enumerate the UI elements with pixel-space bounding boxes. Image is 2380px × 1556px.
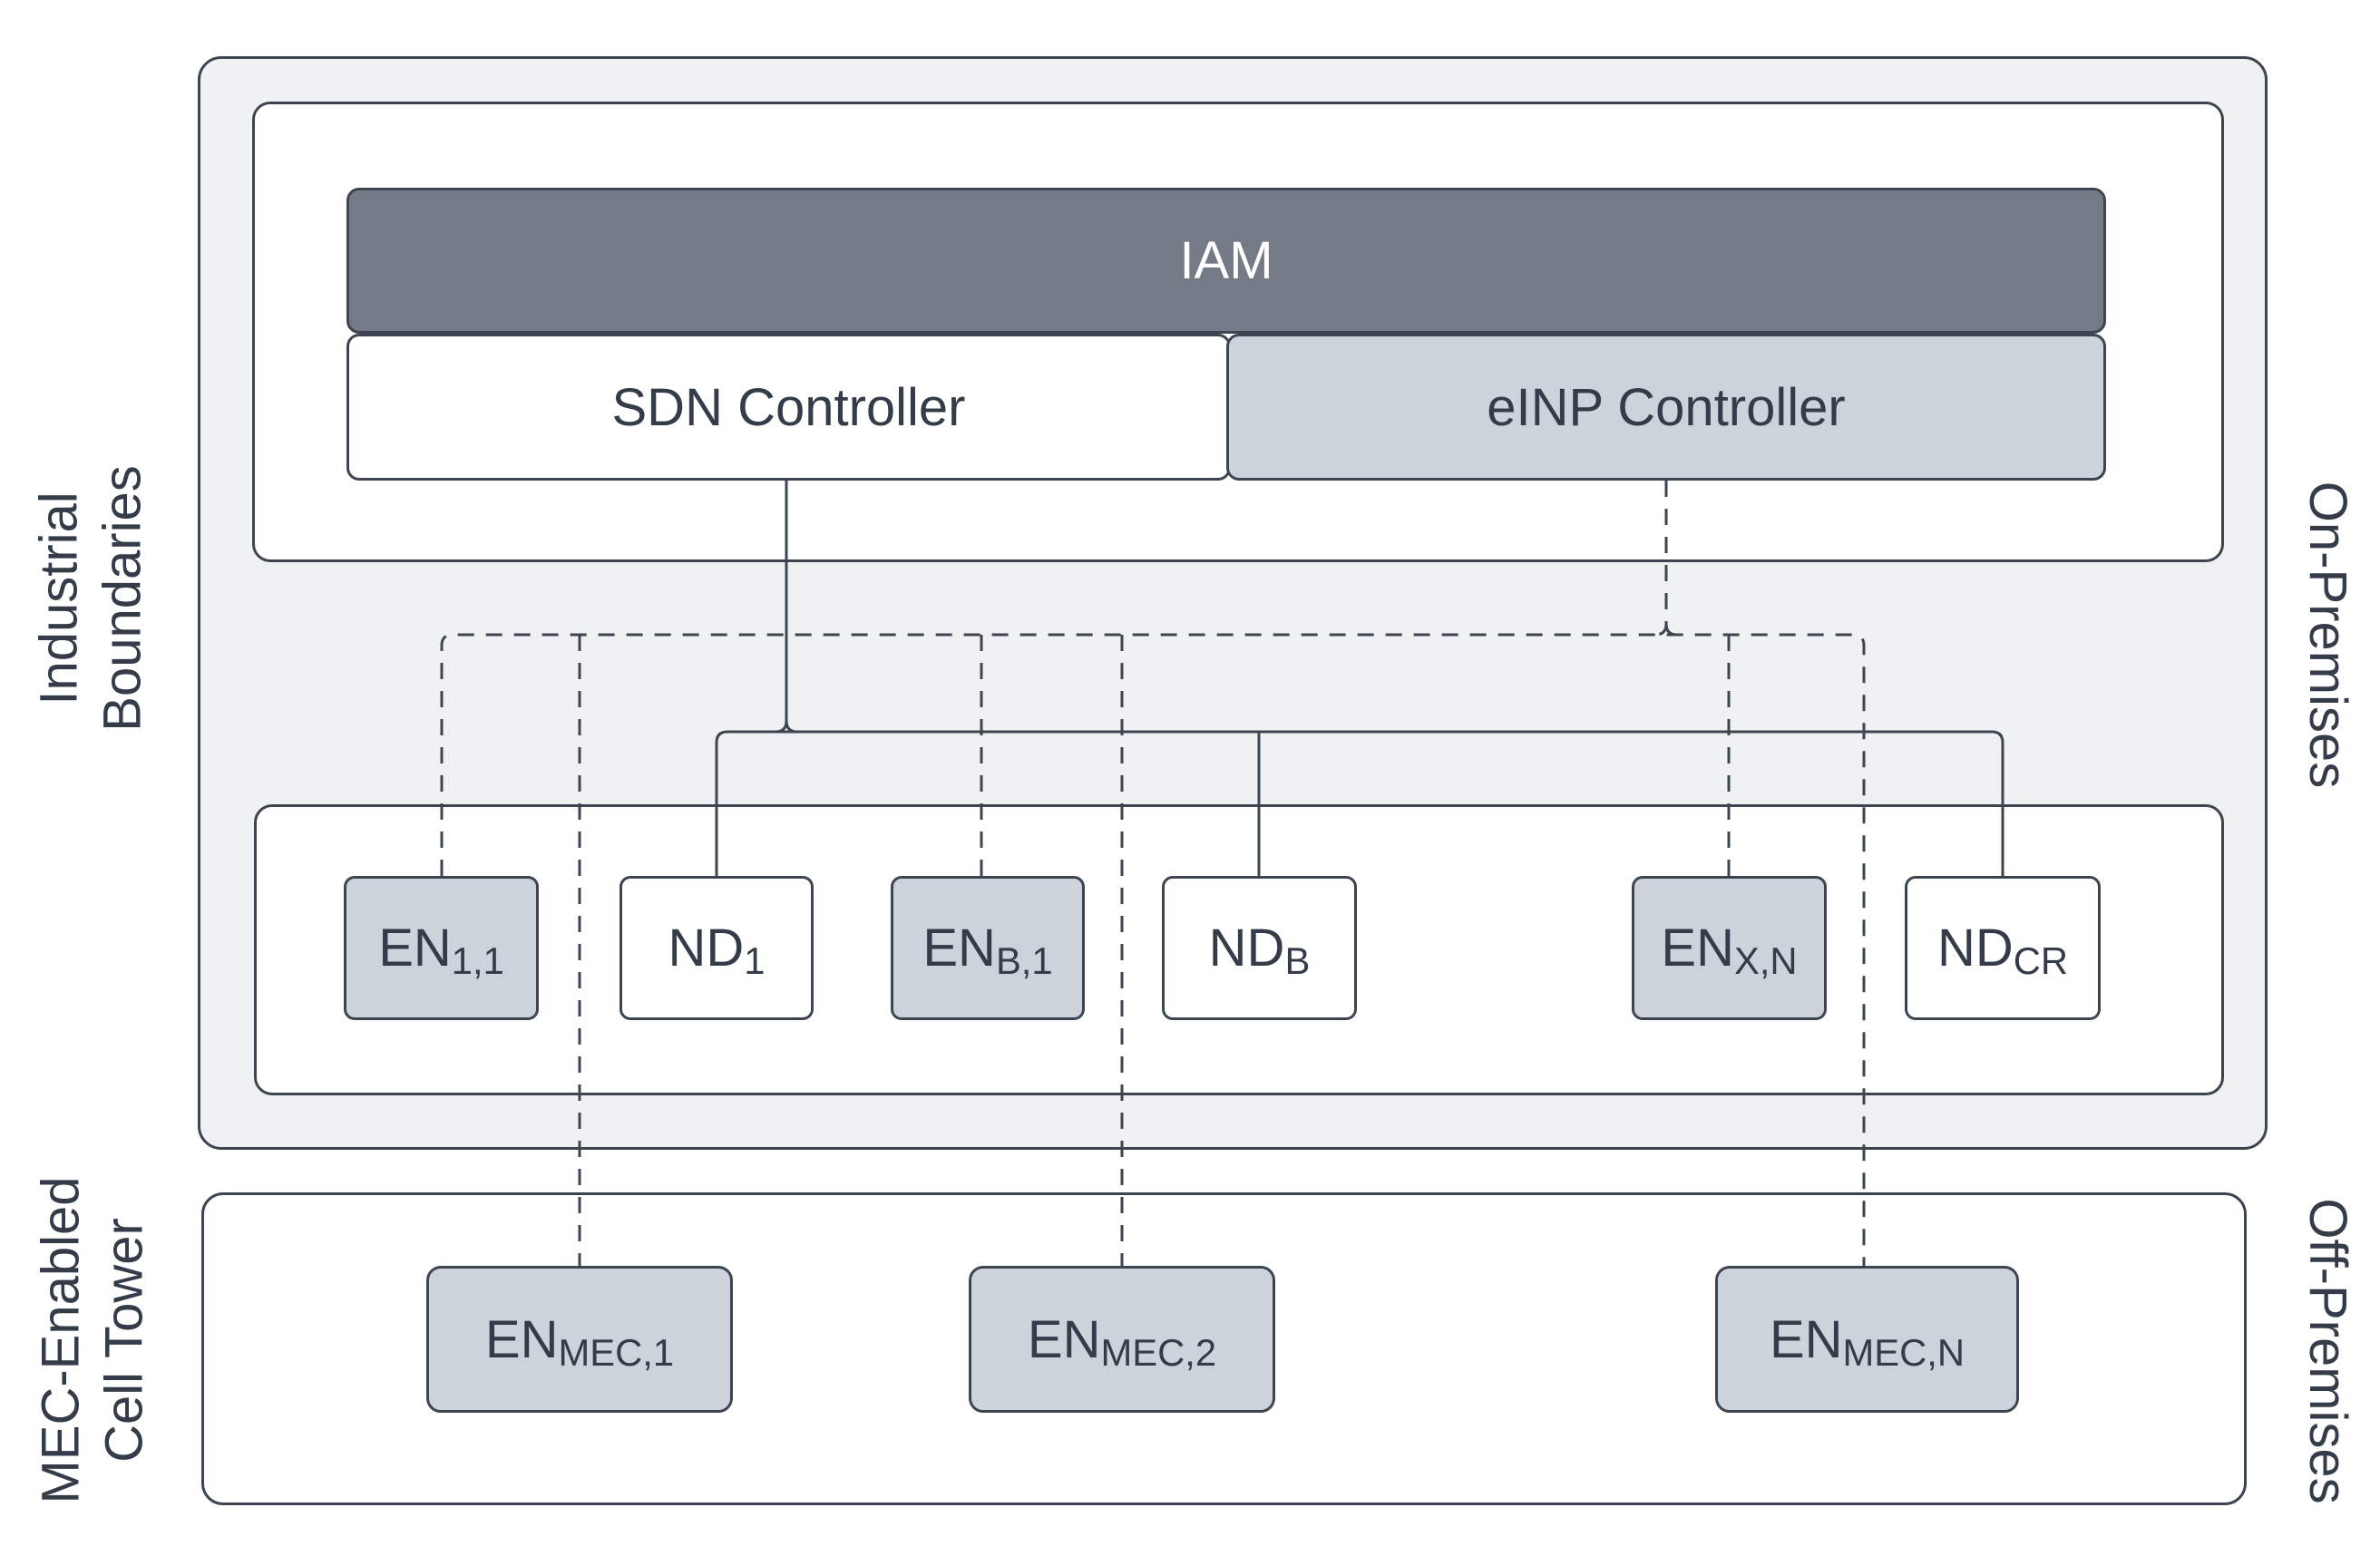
node-box-en-1-1: EN1,1 <box>344 876 539 1020</box>
node-box-nd-1: ND1 <box>619 876 814 1020</box>
node-box-en-x-n: ENX,N <box>1632 876 1827 1020</box>
mec-label: ENMEC,N <box>1769 1309 1965 1374</box>
node-box-nd-b: NDB <box>1162 876 1357 1020</box>
sdn-to-bus-link <box>775 481 798 734</box>
sdn-controller-box: SDN Controller <box>346 334 1231 481</box>
einp-to-bus-link <box>1654 481 1678 637</box>
iam-label: IAM <box>1179 231 1273 290</box>
mec-box-en-mec-1: ENMEC,1 <box>426 1266 733 1413</box>
mec-box-en-mec-2: ENMEC,2 <box>969 1266 1275 1413</box>
node-label: ND1 <box>668 919 766 983</box>
node-label: NDCR <box>1936 919 2069 983</box>
sdn-controller-label: SDN Controller <box>611 377 966 437</box>
mec-label: ENMEC,1 <box>484 1309 675 1374</box>
einp-controller-label: eINP Controller <box>1487 377 1846 437</box>
node-box-en-b-1: ENB,1 <box>891 876 1085 1020</box>
node-label: NDB <box>1208 919 1311 983</box>
mec-label: ENMEC,2 <box>1027 1309 1217 1374</box>
iam-bar: IAM <box>346 188 2106 334</box>
dashed-bus <box>440 633 1866 1266</box>
node-label: ENB,1 <box>922 919 1053 983</box>
node-box-nd-cr: NDCR <box>1905 876 2101 1020</box>
einp-controller-box: eINP Controller <box>1226 334 2106 481</box>
mec-box-en-mec-n: ENMEC,N <box>1715 1266 2019 1413</box>
node-label: ENX,N <box>1661 919 1798 983</box>
solid-bus <box>715 730 2004 876</box>
node-label: EN1,1 <box>378 919 504 983</box>
